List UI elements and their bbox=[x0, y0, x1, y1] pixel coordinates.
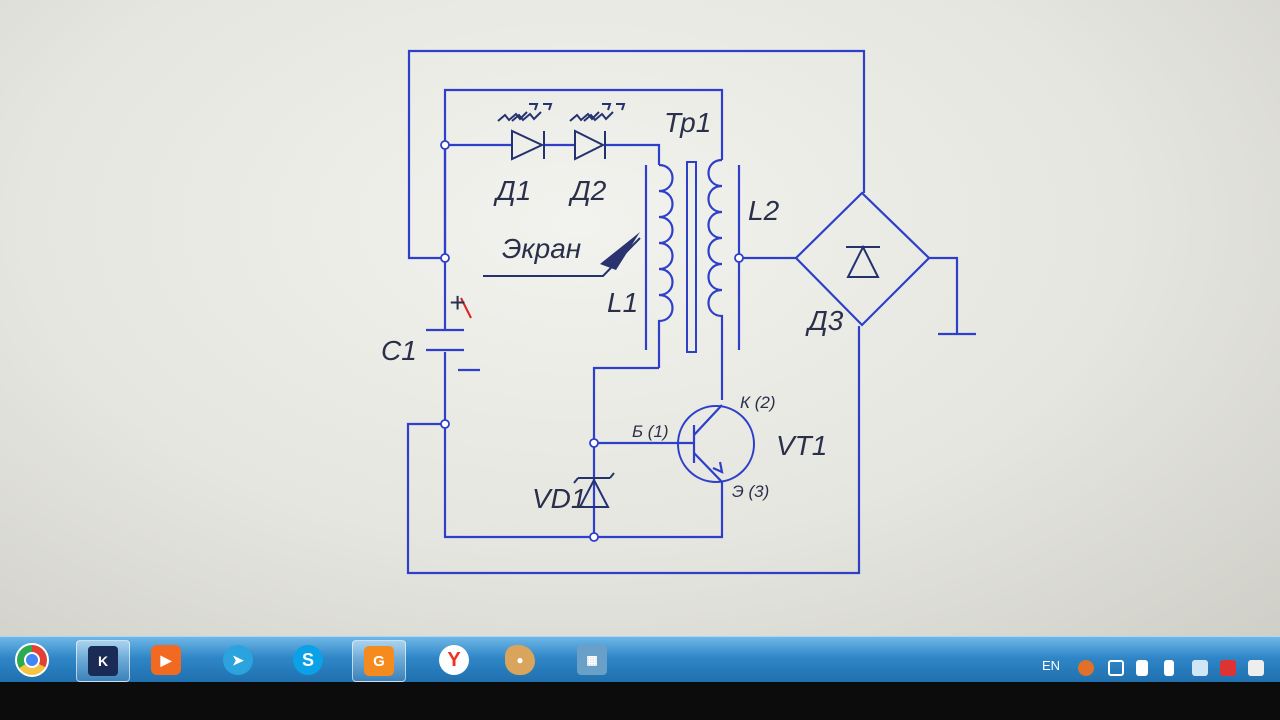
label-transistor: VT1 bbox=[776, 430, 827, 461]
tray-volume-icon[interactable] bbox=[1136, 660, 1148, 676]
label-coil-l2: L2 bbox=[748, 195, 780, 226]
tray-network-status-icon[interactable] bbox=[1248, 660, 1264, 676]
screen-arrow-icon bbox=[483, 232, 641, 277]
tray-screenshot-icon[interactable] bbox=[1108, 660, 1124, 676]
taskbar-control-panel-button[interactable]: ▦ bbox=[566, 640, 618, 680]
chrome-icon bbox=[15, 643, 49, 677]
label-led1: Д1 bbox=[493, 175, 531, 206]
taskbar-kompas-button[interactable]: K bbox=[76, 640, 130, 682]
label-pin-collector: К (2) bbox=[740, 393, 776, 412]
player-icon: ▶ bbox=[151, 645, 181, 675]
wire-outer-bottom bbox=[406, 326, 861, 575]
label-cap-plus: + bbox=[449, 287, 465, 318]
skype-icon: S bbox=[293, 645, 323, 675]
taskbar-pdf-button[interactable]: G bbox=[352, 640, 406, 682]
capacitor-c1-icon bbox=[426, 297, 480, 372]
wire-outer-top bbox=[407, 49, 866, 260]
led-d1-icon bbox=[497, 103, 553, 161]
transformer-tr1-icon bbox=[644, 158, 741, 400]
label-coil-l1: L1 bbox=[607, 287, 638, 318]
paint-palette-icon: ● bbox=[505, 645, 535, 675]
transistor-vt1-icon bbox=[677, 404, 755, 500]
yandex-icon: Y bbox=[439, 645, 469, 675]
tray-network-icon[interactable] bbox=[1078, 660, 1094, 676]
bridge-d3-icon bbox=[794, 191, 976, 336]
taskbar-skype-button[interactable]: S bbox=[282, 640, 334, 680]
monitor-screen: Тр1 L2 L1 Экран Д1 Д2 Д3 С1 + VT1 VD1 Б … bbox=[0, 0, 1280, 636]
tray-antivirus-icon[interactable] bbox=[1220, 660, 1236, 676]
windows-taskbar: K ▶ ➤ S G Y ● ▦ bbox=[0, 636, 1280, 683]
wire-left-vertical bbox=[443, 145, 724, 539]
taskbar-chrome-button[interactable] bbox=[6, 640, 58, 680]
kompas-icon: K bbox=[88, 646, 118, 676]
control-panel-icon: ▦ bbox=[577, 645, 607, 675]
pdf-icon: G bbox=[364, 646, 394, 676]
taskbar-telegram-button[interactable]: ➤ bbox=[212, 640, 264, 680]
label-bridge: Д3 bbox=[805, 305, 844, 336]
label-pin-emitter: Э (3) bbox=[732, 482, 769, 501]
label-capacitor: С1 bbox=[381, 335, 417, 366]
label-transformer: Тр1 bbox=[664, 107, 711, 138]
monitor-bezel bbox=[0, 682, 1280, 720]
zener-vd1-icon bbox=[573, 472, 615, 508]
taskbar-paint-button[interactable]: ● bbox=[494, 640, 546, 680]
taskbar-player-button[interactable]: ▶ bbox=[140, 640, 192, 680]
label-zener: VD1 bbox=[532, 483, 586, 514]
label-pin-base: Б (1) bbox=[632, 422, 669, 441]
tray-battery-icon[interactable] bbox=[1164, 660, 1174, 676]
led-d2-icon bbox=[569, 103, 626, 161]
wire-l1-base bbox=[592, 366, 659, 537]
tray-action-center-icon[interactable] bbox=[1192, 660, 1208, 676]
wire-led-row bbox=[445, 143, 661, 165]
junction-dots bbox=[440, 140, 744, 542]
circuit-schematic: Тр1 L2 L1 Экран Д1 Д2 Д3 С1 + VT1 VD1 Б … bbox=[381, 49, 976, 575]
tray-language-indicator[interactable]: EN bbox=[1042, 658, 1061, 673]
telegram-icon: ➤ bbox=[223, 645, 253, 675]
label-screen: Экран bbox=[502, 233, 581, 264]
taskbar-yandex-button[interactable]: Y bbox=[428, 640, 480, 680]
label-led2: Д2 bbox=[568, 175, 607, 206]
